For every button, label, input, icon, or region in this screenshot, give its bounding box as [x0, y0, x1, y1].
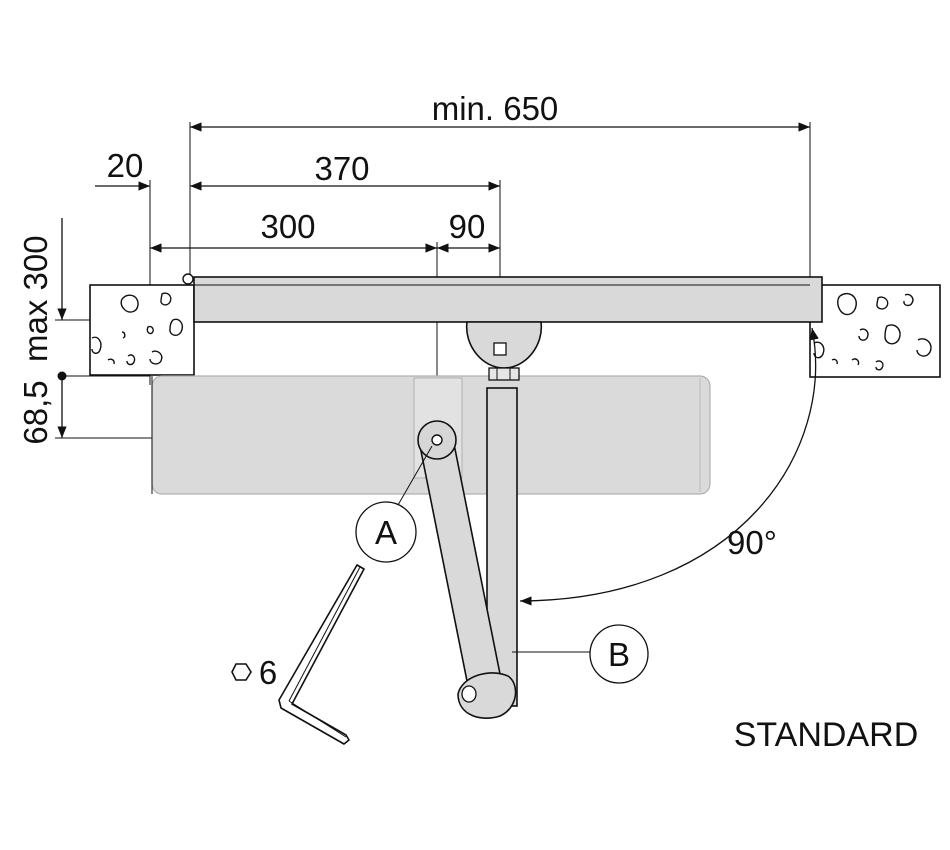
hex-key-icon [231, 564, 365, 745]
slide-shoe [465, 321, 543, 381]
callout-a-leader [393, 445, 433, 513]
dim-20-label: 20 [107, 147, 144, 184]
callout-a-label: A [375, 514, 397, 551]
opening-angle-arc [519, 327, 819, 606]
left-wall [89, 284, 195, 376]
hex-key-size-label: 6 [259, 654, 277, 691]
angle-label: 90° [727, 524, 777, 561]
hinge-pivot [182, 273, 194, 285]
dimension-origin-dot [57, 371, 67, 381]
dim-300-label: 300 [260, 208, 315, 245]
variant-label: STANDARD [734, 716, 919, 754]
dimension-lines [55, 122, 811, 440]
spindle [431, 434, 443, 446]
right-wall [809, 284, 941, 378]
dim-vertical-label: 68,5 max 300 [17, 235, 54, 444]
dim-370-label: 370 [314, 150, 369, 187]
dim-min-650-label: min. 650 [432, 90, 559, 127]
door-leaf [182, 273, 823, 323]
hexagon-icon [231, 663, 252, 681]
callout-b-label: B [608, 636, 630, 673]
callout-b-circle [589, 624, 649, 684]
dim-90-label: 90 [449, 208, 486, 245]
arm-a [417, 420, 517, 719]
callout-a-circle [355, 501, 417, 563]
